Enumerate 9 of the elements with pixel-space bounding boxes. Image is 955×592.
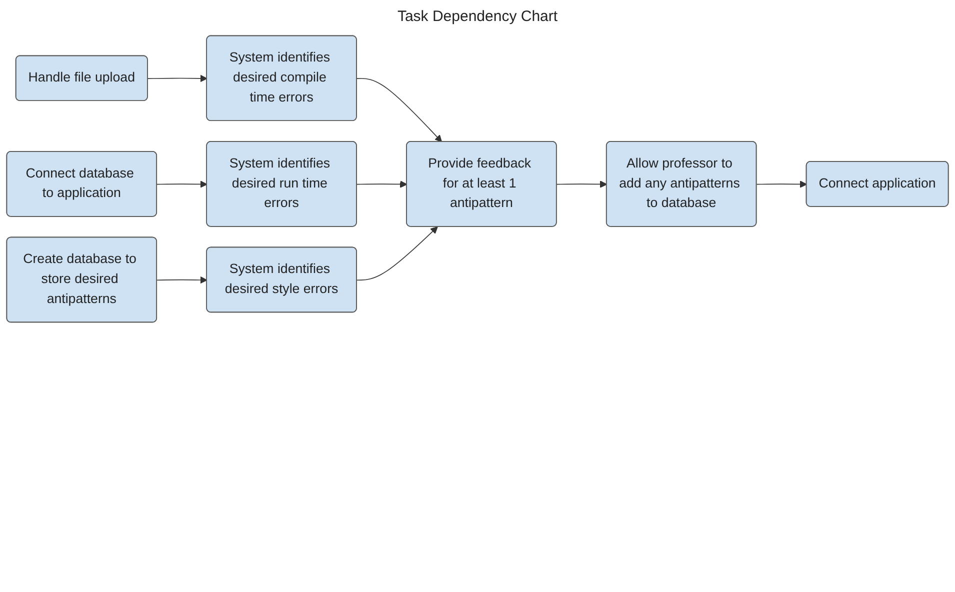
chart-title: Task Dependency Chart (396, 8, 559, 25)
arrow (756, 180, 808, 188)
arrow (356, 226, 438, 281)
arrow (156, 276, 208, 284)
arrow (556, 180, 608, 188)
arrow (356, 180, 408, 188)
arrow (147, 74, 208, 82)
arrow (156, 180, 208, 188)
arrow (356, 78, 442, 142)
